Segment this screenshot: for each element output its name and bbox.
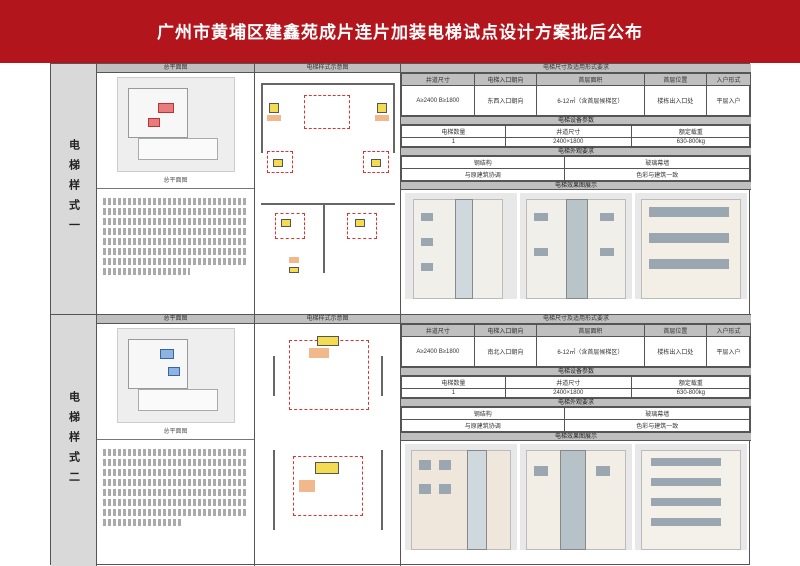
spec-value: 6-12㎡（含首层候梯区）: [535, 336, 645, 367]
spec-value: 平层入户: [705, 85, 752, 116]
param-header: 电梯数量: [401, 125, 506, 138]
site-plan-caption: 总平面图: [97, 175, 254, 189]
column-header: 总平面图: [97, 64, 254, 73]
spec-header: 入户形式: [705, 73, 752, 86]
title-banner: 广州市黄埔区建鑫苑成片连片加装电梯试点设计方案批后公布: [0, 0, 800, 63]
spec-header: 首层位置: [643, 73, 707, 86]
elevator-diagram-column-1: 电梯样式示意图: [255, 64, 401, 314]
param-header: 额定载重: [630, 125, 752, 138]
spec-header: 首层位置: [643, 324, 707, 337]
param-value: 630-800kg: [630, 137, 752, 147]
render-gallery: [401, 190, 751, 302]
param-value: 1: [401, 388, 506, 398]
param-value: 2400×1800: [504, 388, 632, 398]
side-label-2: 电梯样式二: [51, 315, 97, 566]
design-sheet: 电梯样式一 总平面图 总平面图 电梯样式示意图: [50, 63, 752, 566]
column-header: 电梯样式示意图: [255, 64, 400, 73]
appearance-item: 钢结构: [401, 156, 565, 169]
render-image: [635, 444, 747, 550]
spec-value: 6-12㎡（含首层候梯区）: [535, 85, 645, 116]
floor-plan-diagram: [259, 326, 396, 438]
design-notes: [97, 192, 254, 281]
elevator-style-2: 电梯样式二 总平面图 总平面图 电梯样式示意图: [51, 315, 752, 566]
floor-plan-diagram-lower: [259, 197, 396, 292]
params-table: 电梯数量 井道尺寸 额定载重 1 2400×1800 630-800kg: [401, 376, 752, 398]
appearance-table: 钢结构 玻璃幕墙 与原建筑协调 色彩与建筑一致: [401, 407, 752, 432]
spec-header: 首层面积: [535, 73, 645, 86]
param-header: 井道尺寸: [504, 125, 632, 138]
appearance-item: 色彩与建筑一致: [563, 168, 752, 181]
appearance-table: 钢结构 玻璃幕墙 与原建筑协调 色彩与建筑一致: [401, 156, 752, 181]
spec-value: A≥2400 B≥1800: [401, 336, 475, 367]
site-plan-column-1: 总平面图 总平面图: [97, 64, 255, 314]
appearance-item: 与原建筑协调: [401, 419, 565, 432]
spec-value: A≥2400 B≥1800: [401, 85, 475, 116]
spec-header: 首层面积: [535, 324, 645, 337]
param-value: 1: [401, 137, 506, 147]
spec-header: 电梯入口朝向: [473, 73, 537, 86]
appearance-item: 色彩与建筑一致: [563, 419, 752, 432]
spec-column-1: 电梯尺寸及适用形式要求 井道尺寸 电梯入口朝向 首层面积 首层位置 入户形式 A…: [401, 64, 752, 314]
band-params: 电梯设备参数: [401, 367, 751, 376]
param-header: 电梯数量: [401, 376, 506, 389]
render-image: [405, 193, 517, 299]
site-plan-image: [116, 328, 235, 423]
params-table: 电梯数量 井道尺寸 额定载重 1 2400×1800 630-800kg: [401, 125, 752, 147]
side-label-1: 电梯样式一: [51, 64, 97, 314]
render-image: [635, 193, 747, 299]
param-header: 额定载重: [630, 376, 752, 389]
spec-value: 楼栋出入口处: [643, 85, 707, 116]
site-plan-column-2: 总平面图 总平面图: [97, 315, 255, 566]
spec-value: 楼栋出入口处: [643, 336, 707, 367]
param-header: 井道尺寸: [504, 376, 632, 389]
band-appearance: 电梯外观要求: [401, 147, 751, 156]
elevator-diagram-column-2: 电梯样式示意图: [255, 315, 401, 566]
band-params: 电梯设备参数: [401, 116, 751, 125]
site-plan-image: [116, 77, 235, 172]
spec-value: 东西入口朝向: [473, 85, 537, 116]
floor-plan-diagram-lower: [259, 440, 396, 540]
elevator-style-1: 电梯样式一 总平面图 总平面图 电梯样式示意图: [51, 64, 752, 315]
spec-header: 井道尺寸: [401, 324, 475, 337]
appearance-item: 玻璃幕墙: [563, 156, 752, 169]
render-image: [520, 444, 632, 550]
column-header: 电梯尺寸及适用形式要求: [401, 315, 751, 324]
spec-table: 井道尺寸 电梯入口朝向 首层面积 首层位置 入户形式 A≥2400 B≥1800…: [401, 324, 752, 367]
appearance-item: 玻璃幕墙: [563, 407, 752, 420]
render-image: [520, 193, 632, 299]
spec-header: 入户形式: [705, 324, 752, 337]
spec-value: 平层入户: [705, 336, 752, 367]
spec-column-2: 电梯尺寸及适用形式要求 井道尺寸 电梯入口朝向 首层面积 首层位置 入户形式 A…: [401, 315, 752, 566]
appearance-item: 与原建筑协调: [401, 168, 565, 181]
param-value: 630-800kg: [630, 388, 752, 398]
column-header: 电梯尺寸及适用形式要求: [401, 64, 751, 73]
render-gallery: [401, 441, 751, 553]
site-plan-caption: 总平面图: [97, 426, 254, 440]
band-appearance: 电梯外观要求: [401, 398, 751, 407]
page-title: 广州市黄埔区建鑫苑成片连片加装电梯试点设计方案批后公布: [157, 23, 643, 43]
render-image: [405, 444, 517, 550]
spec-header: 电梯入口朝向: [473, 324, 537, 337]
band-renders: 电梯效果图展示: [401, 432, 751, 441]
band-renders: 电梯效果图展示: [401, 181, 751, 190]
column-header: 电梯样式示意图: [255, 315, 400, 324]
spec-value: 南北入口朝向: [473, 336, 537, 367]
column-header: 总平面图: [97, 315, 254, 324]
design-notes: [97, 443, 254, 532]
spec-table: 井道尺寸 电梯入口朝向 首层面积 首层位置 入户形式 A≥2400 B≥1800…: [401, 73, 752, 116]
appearance-item: 钢结构: [401, 407, 565, 420]
spec-header: 井道尺寸: [401, 73, 475, 86]
param-value: 2400×1800: [504, 137, 632, 147]
floor-plan-diagram: [259, 75, 396, 195]
